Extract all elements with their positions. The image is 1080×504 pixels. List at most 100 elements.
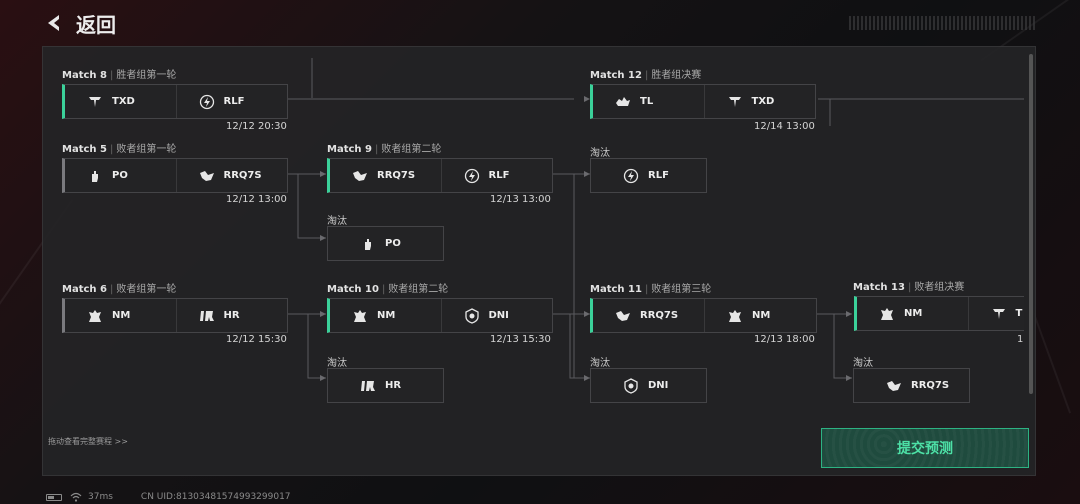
hr-logo-icon (360, 378, 376, 394)
vertical-scrollbar[interactable] (1028, 54, 1034, 402)
match-round: 败者组第二轮 (381, 144, 442, 155)
hr-logo-icon (199, 308, 215, 324)
back-label: 返回 (76, 12, 116, 37)
match-6-team-a[interactable]: NM (65, 299, 176, 332)
team-name: NM (112, 310, 131, 321)
match-number: Match 10 (327, 284, 379, 295)
eliminated-team[interactable]: PO (328, 227, 443, 260)
match-11-team-b[interactable]: NM (704, 299, 816, 332)
team-name: RRQ7S (377, 170, 416, 181)
eliminated-po-card[interactable]: PO (327, 226, 444, 261)
eliminated-rrq7s-card[interactable]: RRQ7S (853, 368, 970, 403)
user-uid: CN UID:81303481574993299017 (140, 492, 291, 502)
match-10-team-a[interactable]: NM (330, 299, 441, 332)
match-11-team-a[interactable]: RRQ7S (593, 299, 704, 332)
eliminated-label: 淘汰 (327, 358, 347, 369)
eliminated-hr-card[interactable]: HR (327, 368, 444, 403)
match-8-label: Match 8|胜者组第一轮 (62, 70, 177, 81)
match-13-card[interactable]: NM T (854, 296, 1024, 331)
rlf-lightning-icon (199, 94, 215, 110)
po-hand-icon (360, 236, 376, 252)
back-arrow-icon (48, 15, 59, 31)
match-13-time: 1 (1017, 334, 1024, 345)
match-5-team-b[interactable]: RRQ7S (175, 159, 288, 192)
match-number: Match 13 (853, 282, 905, 293)
match-9-label: Match 9|败者组第二轮 (327, 144, 442, 155)
status-bar: 37ms CN UID:81303481574993299017 (46, 492, 291, 502)
team-name: TXD (751, 96, 775, 107)
eliminated-label: 淘汰 (853, 358, 873, 369)
dni-shield-icon (464, 307, 480, 324)
match-11-card[interactable]: RRQ7S NM (590, 298, 817, 333)
team-name: RLF (223, 96, 245, 107)
team-name: PO (112, 170, 128, 181)
drag-hint-link[interactable]: 拖动查看完整赛程 >> (48, 437, 128, 446)
match-6-card[interactable]: NM HR (62, 298, 288, 333)
match-8-team-b[interactable]: RLF (175, 85, 288, 118)
match-round: 败者组第一轮 (116, 144, 177, 155)
eliminated-rlf-card[interactable]: RLF (590, 158, 707, 193)
team-name: NM (377, 310, 396, 321)
match-12-team-b[interactable]: TXD (703, 85, 816, 118)
po-hand-icon (87, 168, 103, 184)
wifi-icon (70, 492, 82, 502)
match-round: 胜者组决赛 (651, 70, 702, 81)
match-13-team-a[interactable]: NM (857, 297, 968, 330)
team-name: RRQ7S (640, 310, 679, 321)
scrollbar-thumb[interactable] (1029, 54, 1033, 394)
eliminated-dni-card[interactable]: DNI (590, 368, 707, 403)
match-10-card[interactable]: NM DNI (327, 298, 553, 333)
rrq-logo-icon (886, 378, 902, 394)
team-name: TXD (112, 96, 135, 107)
team-name: RLF (648, 170, 669, 181)
match-12-team-a[interactable]: TL (593, 85, 704, 118)
match-10-time: 12/13 15:30 (490, 334, 551, 345)
txd-logo-icon (991, 306, 1007, 322)
match-6-team-b[interactable]: HR (175, 299, 288, 332)
match-10-label: Match 10|败者组第二轮 (327, 284, 449, 295)
rlf-lightning-icon (623, 168, 639, 184)
match-10-team-b[interactable]: DNI (440, 299, 553, 332)
match-number: Match 8 (62, 70, 107, 81)
bracket-view[interactable]: Match 8|胜者组第一轮 TXD RLF 12/12 20:30 Match… (44, 48, 1024, 418)
match-9-team-b[interactable]: RLF (440, 159, 553, 192)
match-round: 败者组决赛 (914, 282, 965, 293)
match-6-time: 12/12 15:30 (226, 334, 287, 345)
rrq-logo-icon (615, 308, 631, 324)
tl-logo-icon (615, 94, 631, 110)
dni-shield-icon (623, 377, 639, 394)
match-round: 败者组第三轮 (651, 284, 712, 295)
team-name: T (1015, 308, 1023, 319)
match-round: 败者组第二轮 (388, 284, 449, 295)
txd-logo-icon (727, 94, 743, 110)
match-5-card[interactable]: PO RRQ7S (62, 158, 288, 193)
eliminated-team[interactable]: RRQ7S (854, 369, 969, 402)
nm-logo-icon (879, 306, 895, 322)
txd-logo-icon (87, 94, 103, 110)
bracket-connectors (288, 58, 1024, 381)
team-name: DNI (648, 380, 669, 391)
match-9-team-a[interactable]: RRQ7S (330, 159, 441, 192)
team-name: RLF (488, 170, 510, 181)
back-button[interactable]: 返回 (44, 10, 116, 37)
team-name: RRQ7S (911, 380, 950, 391)
match-6-label: Match 6|败者组第一轮 (62, 284, 177, 295)
team-name: HR (385, 380, 402, 391)
team-name: NM (752, 310, 771, 321)
team-name: TL (640, 96, 654, 107)
header-decoration (849, 16, 1035, 30)
eliminated-team[interactable]: HR (328, 369, 443, 402)
eliminated-team[interactable]: RLF (591, 159, 706, 192)
match-number: Match 6 (62, 284, 107, 295)
submit-prediction-button[interactable]: 提交预测 (821, 428, 1029, 468)
match-8-team-a[interactable]: TXD (65, 85, 176, 118)
match-5-team-a[interactable]: PO (65, 159, 176, 192)
match-number: Match 12 (590, 70, 642, 81)
match-13-team-b[interactable]: T (967, 297, 1025, 330)
match-12-card[interactable]: TL TXD (590, 84, 816, 119)
battery-icon (46, 493, 62, 501)
match-11-time: 12/13 18:00 (754, 334, 815, 345)
match-8-card[interactable]: TXD RLF (62, 84, 288, 119)
match-9-card[interactable]: RRQ7S RLF (327, 158, 553, 193)
eliminated-team[interactable]: DNI (591, 369, 706, 402)
